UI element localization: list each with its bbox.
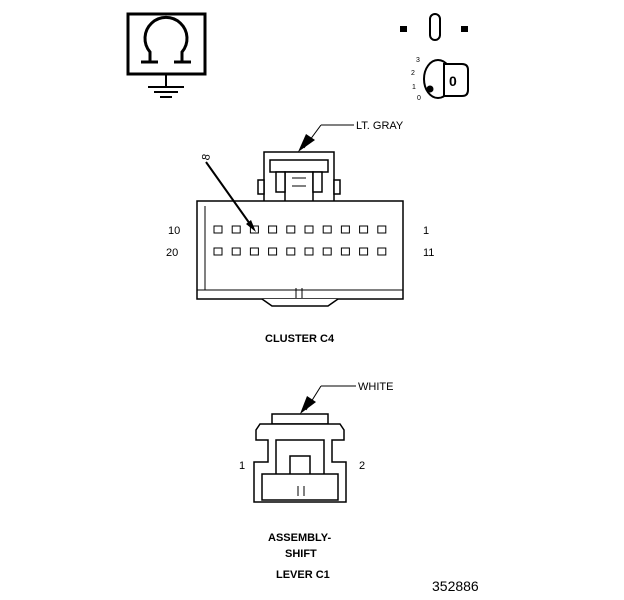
- pin-cavity: [340, 247, 350, 256]
- ignition-key-icon: 3 2 1 0 0: [400, 13, 469, 102]
- shift-connector-name-line2: SHIFT: [285, 548, 317, 560]
- pin-cavity: [268, 225, 278, 234]
- shift-pin-label-left: 1: [239, 460, 245, 472]
- pin-cavity: [286, 247, 296, 256]
- pin-cavity: [213, 225, 223, 234]
- cluster-color-label: LT. GRAY: [356, 120, 404, 132]
- ignition-position-3: 3: [416, 57, 420, 64]
- cluster-pin-label-right-bottom: 11: [423, 247, 434, 259]
- pin-cavity: [377, 225, 387, 234]
- ignition-position-1: 1: [412, 84, 416, 91]
- ignition-position-0: 0: [417, 95, 421, 102]
- pin-cavity: [304, 225, 314, 234]
- shift-color-label: WHITE: [358, 381, 393, 393]
- cluster-callout-pin: 8: [200, 153, 213, 161]
- pin-cavity: [249, 247, 259, 256]
- ignition-position-2: 2: [411, 70, 415, 77]
- shift-pin-label-right: 2: [359, 460, 365, 472]
- pin-cavity: [213, 247, 223, 256]
- pin-cavity: [286, 225, 296, 234]
- cluster-connector: LT. GRAY 8 10 20 1 11: [166, 120, 434, 345]
- pin-cavity: [359, 247, 369, 256]
- ohm-ground-icon: [126, 12, 207, 98]
- pin-cavity: [322, 247, 332, 256]
- figure-number: 352886: [432, 578, 479, 594]
- cluster-connector-name: CLUSTER C4: [265, 333, 335, 345]
- pin-cavity: [377, 247, 387, 256]
- cluster-pin-label-right-top: 1: [423, 225, 429, 237]
- shift-connector: WHITE 1 2 ASSEMBLY- SHIFT LEVER C1: [239, 381, 393, 581]
- pin-cavity: [231, 247, 241, 256]
- pin-cavity: [268, 247, 278, 256]
- cluster-pin-label-left-bottom: 20: [166, 247, 178, 259]
- pin-cavity: [231, 225, 241, 234]
- cluster-pin-label-left-top: 10: [168, 225, 180, 237]
- shift-connector-name-line1: ASSEMBLY-: [268, 532, 332, 544]
- pin-cavity: [359, 225, 369, 234]
- shift-connector-name-line3: LEVER C1: [276, 569, 330, 581]
- pin-cavity: [304, 247, 314, 256]
- ignition-key-label: 0: [449, 73, 457, 89]
- pin-cavity: [322, 225, 332, 234]
- pin-cavity: [340, 225, 350, 234]
